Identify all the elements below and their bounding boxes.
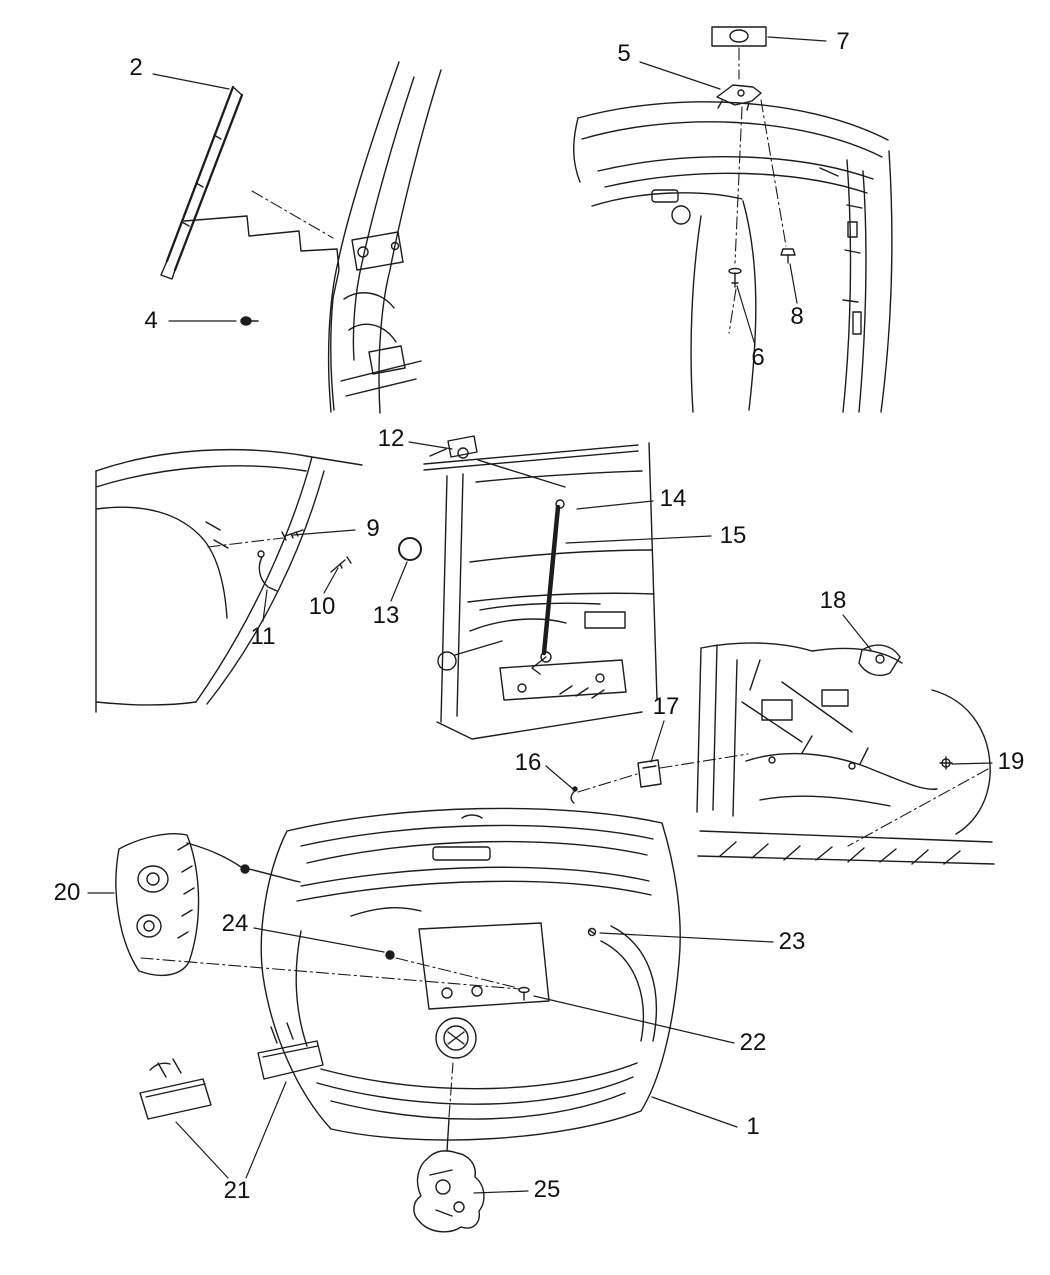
harness-end-16 <box>570 786 578 804</box>
connector-17 <box>637 759 662 788</box>
callout-11: 11 <box>250 623 276 650</box>
callout-12: 12 <box>377 425 405 452</box>
callout-21: 21 <box>223 1177 251 1204</box>
roof-hinge-view <box>573 26 893 413</box>
bolt-8 <box>780 248 796 264</box>
callout-17: 17 <box>652 693 680 720</box>
handle-21-left <box>139 1058 212 1120</box>
stud-19 <box>939 756 953 770</box>
callout-4: 4 <box>144 307 158 334</box>
quarter-left-view <box>95 448 363 713</box>
callout-7: 7 <box>836 28 850 55</box>
callout-25: 25 <box>533 1176 561 1203</box>
callout-13: 13 <box>372 602 400 629</box>
leader-lines <box>87 36 993 1194</box>
callout-15: 15 <box>719 522 747 549</box>
bracket-11 <box>257 550 278 592</box>
cover-part-7 <box>711 26 767 47</box>
callout-9: 9 <box>366 515 380 542</box>
callout-2: 2 <box>129 54 143 81</box>
callout-18: 18 <box>819 587 847 614</box>
badge <box>435 1017 477 1059</box>
push-pin-6 <box>728 267 742 288</box>
pin-22 <box>518 986 530 1001</box>
bolt-9 <box>281 529 304 541</box>
liftgate-outer-view <box>115 807 681 1233</box>
assembly-lines <box>140 47 989 1118</box>
callout-5: 5 <box>617 40 631 67</box>
quarter-right-view <box>570 642 995 865</box>
callout-20: 20 <box>53 879 81 906</box>
callout-24: 24 <box>221 910 249 937</box>
latch-25 <box>413 1118 485 1233</box>
callout-1: 1 <box>746 1113 760 1140</box>
pillar-applique-view <box>160 61 442 414</box>
callout-22: 22 <box>739 1029 767 1056</box>
callout-14: 14 <box>659 485 687 512</box>
liftgate-inner-view <box>398 435 658 740</box>
rivet-24 <box>385 950 395 960</box>
callout-8: 8 <box>790 303 804 330</box>
handle-21-right <box>257 1022 324 1080</box>
callout-23: 23 <box>778 928 806 955</box>
taillight-20 <box>115 833 301 977</box>
clip-fastener-4 <box>240 316 259 326</box>
callout-16: 16 <box>514 749 542 776</box>
screw-10 <box>330 556 352 573</box>
callout-6: 6 <box>751 344 765 371</box>
grommet-13 <box>398 537 422 561</box>
bracket-18 <box>858 644 901 677</box>
hinge-part-5 <box>716 84 762 111</box>
callout-19: 19 <box>997 748 1025 775</box>
screw-23 <box>587 927 597 937</box>
gas-strut-14-15 <box>531 499 565 675</box>
callout-10: 10 <box>308 593 336 620</box>
